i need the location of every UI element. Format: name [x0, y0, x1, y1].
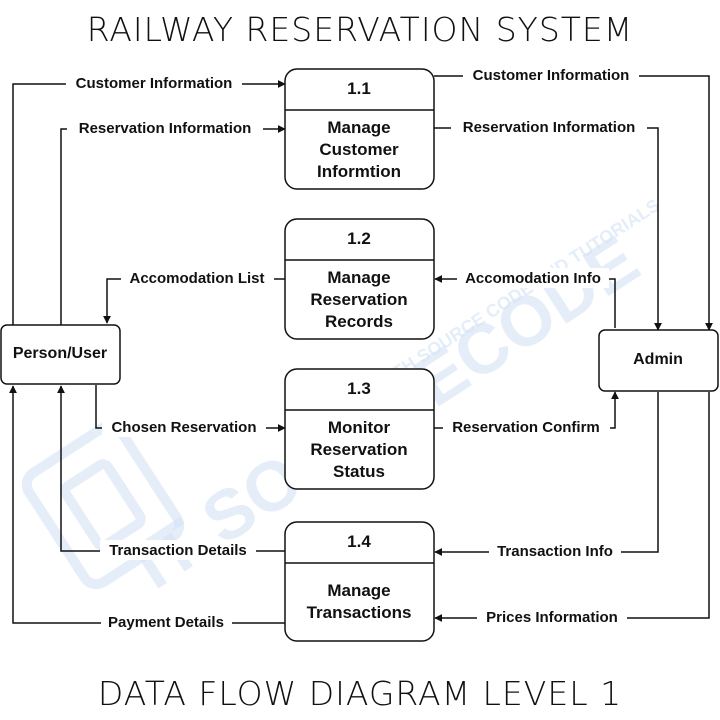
process-name-line: Reservation [310, 440, 407, 459]
flow-label-payment-details: Payment Details [108, 614, 224, 631]
page-title: RAILWAY RESERVATION SYSTEM [86, 10, 634, 49]
process-name-line: Manage [327, 581, 390, 600]
entity-label-user: Person/User [13, 345, 107, 362]
process-1-4: 1.4 Manage Transactions [284, 521, 435, 642]
flow-label-p11-customer-info: Customer Information [473, 67, 630, 84]
flow-label-chosen-reservation: Chosen Reservation [111, 419, 256, 436]
process-name-line: Status [333, 462, 385, 481]
process-1-1: 1.1 Manage Customer Informtion [284, 68, 435, 190]
entity-admin: Admin [598, 329, 719, 392]
process-name-line: Customer [319, 140, 399, 159]
page-footer: DATA FLOW DIAGRAM LEVEL 1 [97, 674, 623, 713]
process-1-2: 1.2 Manage Reservation Records [284, 218, 435, 340]
process-name-line: Manage [327, 268, 390, 287]
process-number: 1.4 [347, 532, 371, 551]
entity-person-user: Person/User [0, 324, 121, 385]
flow-label-user-reservation-info: Reservation Information [79, 120, 252, 137]
flow-label-reservation-confirm: Reservation Confirm [452, 419, 600, 436]
flow-label-p11-reservation-info: Reservation Information [463, 119, 636, 136]
process-name-line: Monitor [328, 418, 391, 437]
flow-label-transaction-details: Transaction Details [109, 542, 247, 559]
flow-label-user-customer-info: Customer Information [76, 75, 233, 92]
process-1-3: 1.3 Monitor Reservation Status [284, 368, 435, 490]
process-number: 1.3 [347, 379, 371, 398]
flow-label-accomodation-info: Accomodation Info [465, 270, 601, 287]
flow-labels: Customer Information Reservation Informa… [66, 65, 647, 632]
flow-line-user-reservation-info [60, 125, 286, 325]
process-name-line: Informtion [317, 162, 401, 181]
flow-label-accomodation-list: Accomodation List [129, 270, 264, 287]
entity-label-admin: Admin [633, 351, 683, 368]
flow-label-prices-information: Prices Information [486, 609, 618, 626]
process-number: 1.2 [347, 229, 371, 248]
process-name-line: Records [325, 312, 393, 331]
flow-label-transaction-info: Transaction Info [497, 543, 613, 560]
process-number: 1.1 [347, 79, 371, 98]
process-name-line: Transactions [307, 603, 412, 622]
flow-line-transaction-info [434, 392, 659, 556]
process-name-line: Manage [327, 118, 390, 137]
process-name-line: Reservation [310, 290, 407, 309]
